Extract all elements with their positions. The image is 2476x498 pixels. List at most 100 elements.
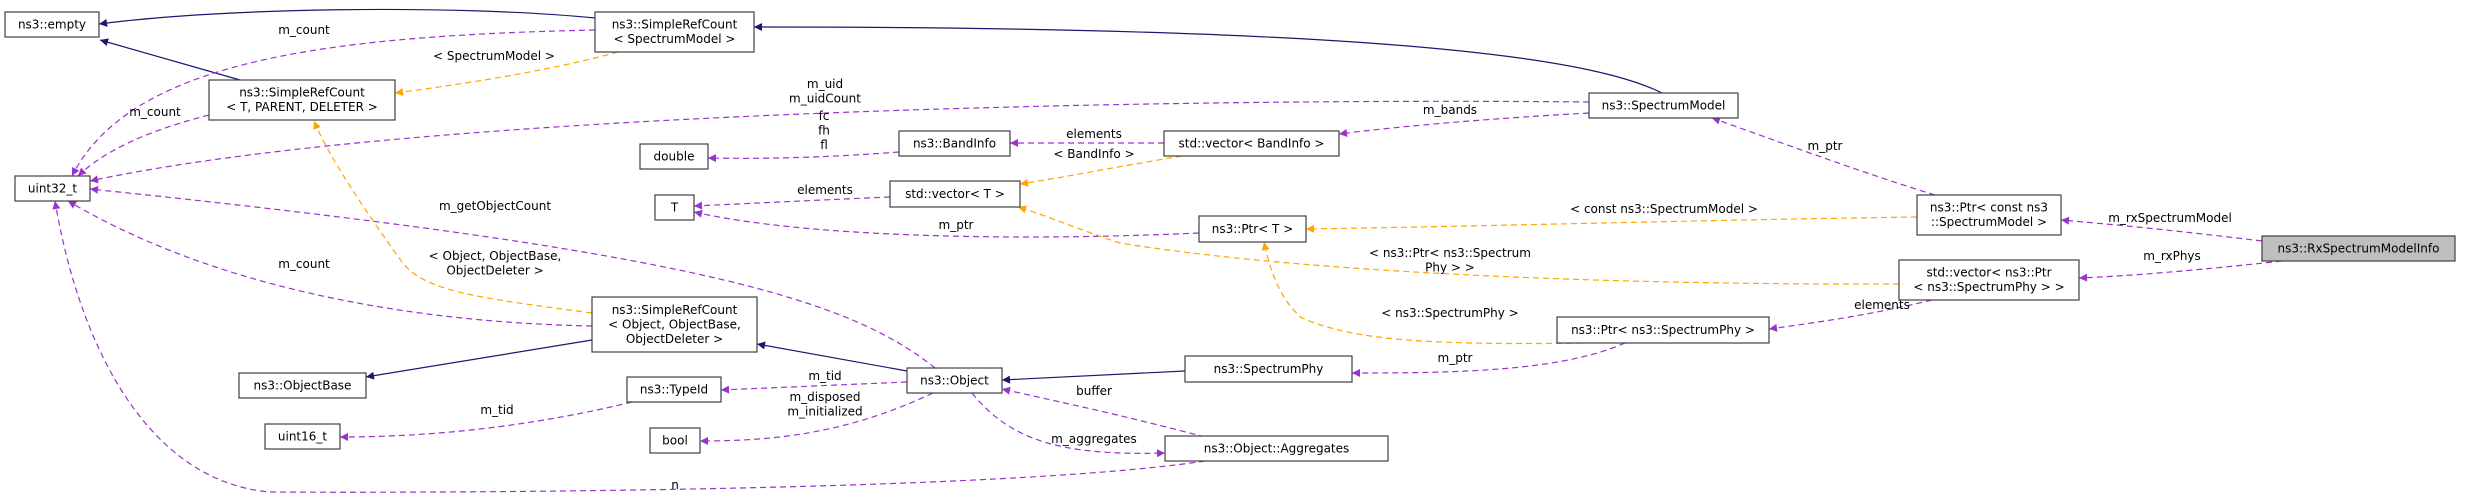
node-box[interactable] bbox=[906, 367, 1003, 394]
node-bool[interactable]: bool bbox=[649, 427, 701, 454]
node-label: ObjectDeleter > bbox=[626, 332, 723, 346]
node-label: ns3::Object bbox=[920, 373, 989, 387]
node-label: T bbox=[670, 200, 679, 214]
usage-arrow bbox=[699, 392, 934, 445]
node-box[interactable] bbox=[594, 11, 755, 53]
node-vec-bandinfo[interactable]: std::vector< BandInfo > bbox=[1163, 130, 1340, 157]
edge-label: m_tid bbox=[480, 403, 513, 417]
edge-label: m_count bbox=[129, 105, 181, 119]
edge-src_sm-to-src_tpd: < SpectrumModel > bbox=[394, 49, 619, 96]
node-src-obj[interactable]: ns3::SimpleRefCount< Object, ObjectBase,… bbox=[591, 296, 758, 353]
node-box[interactable] bbox=[649, 427, 701, 454]
usage-arrow bbox=[693, 196, 891, 210]
node-uint16[interactable]: uint16_t bbox=[264, 423, 341, 450]
node-box[interactable] bbox=[1916, 194, 2062, 236]
node-box[interactable] bbox=[1184, 355, 1353, 383]
node-label: bool bbox=[662, 433, 688, 447]
edge-label: m_count bbox=[278, 257, 330, 271]
node-vec-ptr-phy[interactable]: std::vector< ns3::Ptr< ns3::SpectrumPhy … bbox=[1898, 259, 2080, 301]
node-box[interactable] bbox=[654, 194, 695, 221]
node-ptr-T[interactable]: ns3::Ptr< T > bbox=[1198, 215, 1307, 243]
node-label: < ns3::SpectrumPhy > > bbox=[1913, 280, 2064, 294]
node-src-sm[interactable]: ns3::SimpleRefCount< SpectrumModel > bbox=[594, 11, 755, 53]
node-typeid[interactable]: ns3::TypeId bbox=[626, 376, 722, 403]
node-ptr-phy[interactable]: ns3::Ptr< ns3::SpectrumPhy > bbox=[1556, 316, 1770, 344]
node-box[interactable] bbox=[898, 130, 1011, 157]
edge-typeid-to-uint16: m_tid bbox=[339, 401, 633, 441]
edge-vec_ptr_phy-to-vec_T: < ns3::Ptr< ns3::SpectrumPhy > > bbox=[1017, 205, 1900, 285]
edge-label: fc bbox=[819, 109, 830, 123]
node-box[interactable] bbox=[1898, 259, 2080, 301]
node-box[interactable] bbox=[889, 180, 1021, 208]
edge-src_tpd-to-empty bbox=[99, 38, 241, 81]
edge-label: Phy > > bbox=[1425, 261, 1475, 275]
node-box[interactable] bbox=[208, 79, 396, 121]
edge-label: buffer bbox=[1076, 384, 1112, 398]
node-vec-T[interactable]: std::vector< T > bbox=[889, 180, 1021, 208]
node-box[interactable] bbox=[1163, 130, 1340, 157]
inheritance-arrow bbox=[98, 8, 596, 27]
edge-src_obj-to-uint32: m_count bbox=[67, 200, 593, 327]
edge-object-to-typeid: m_tid bbox=[720, 369, 908, 394]
node-label: ns3::SimpleRefCount bbox=[239, 86, 365, 100]
template-arrow bbox=[394, 51, 619, 96]
node-label: ::SpectrumModel > bbox=[1931, 215, 2047, 229]
node-box[interactable] bbox=[1588, 92, 1739, 119]
node-label: uint32_t bbox=[28, 181, 78, 195]
node-box[interactable] bbox=[639, 143, 709, 170]
node-label: ns3::SimpleRefCount bbox=[612, 18, 738, 32]
edge-label: fh bbox=[818, 124, 830, 138]
node-ptr-const-sm[interactable]: ns3::Ptr< const ns3::SpectrumModel > bbox=[1916, 194, 2062, 236]
node-box[interactable] bbox=[591, 296, 758, 353]
node-spectrumphy[interactable]: ns3::SpectrumPhy bbox=[1184, 355, 1353, 383]
node-box[interactable] bbox=[264, 423, 341, 450]
edge-src_obj-to-objectbase bbox=[365, 339, 593, 380]
node-label: ns3::ObjectBase bbox=[254, 378, 352, 392]
node-label: ns3::Ptr< T > bbox=[1212, 222, 1294, 236]
edge-label: < ns3::SpectrumPhy > bbox=[1381, 306, 1518, 320]
node-box[interactable] bbox=[4, 11, 100, 38]
node-bandinfo[interactable]: ns3::BandInfo bbox=[898, 130, 1011, 157]
node-double[interactable]: double bbox=[639, 143, 709, 170]
node-aggregates[interactable]: ns3::Object::Aggregates bbox=[1164, 435, 1389, 462]
node-box[interactable] bbox=[2261, 235, 2456, 262]
node-rx-info[interactable]: ns3::RxSpectrumModelInfo bbox=[2261, 235, 2456, 262]
node-box[interactable] bbox=[1556, 316, 1770, 344]
node-src-tpd[interactable]: ns3::SimpleRefCount< T, PARENT, DELETER … bbox=[208, 79, 396, 121]
edge-aggregates-to-object: buffer bbox=[1001, 384, 1206, 438]
node-label: < SpectrumModel > bbox=[614, 32, 736, 46]
edge-object-to-aggregates: m_aggregates bbox=[971, 392, 1166, 458]
node-object[interactable]: ns3::Object bbox=[906, 367, 1003, 394]
usage-arrow bbox=[339, 401, 633, 441]
edge-label: n bbox=[671, 478, 679, 492]
node-label: ns3::SpectrumPhy bbox=[1214, 362, 1324, 376]
node-T[interactable]: T bbox=[654, 194, 695, 221]
node-empty[interactable]: ns3::empty bbox=[4, 11, 100, 38]
node-box[interactable] bbox=[14, 175, 91, 202]
usage-arrow bbox=[1338, 112, 1590, 137]
edge-src_sm-to-empty bbox=[98, 8, 596, 27]
edge-label: fl bbox=[820, 138, 828, 152]
edge-label: m_aggregates bbox=[1051, 432, 1137, 446]
node-spectrum-model[interactable]: ns3::SpectrumModel bbox=[1588, 92, 1739, 119]
node-box[interactable] bbox=[1164, 435, 1389, 462]
node-box[interactable] bbox=[238, 372, 367, 399]
node-uint32[interactable]: uint32_t bbox=[14, 175, 91, 202]
edge-label: elements bbox=[1066, 127, 1122, 141]
template-arrow bbox=[313, 120, 593, 314]
node-label: double bbox=[654, 149, 695, 163]
edge-vec_bandinfo-to-bandinfo: elements bbox=[1010, 127, 1164, 147]
node-box[interactable] bbox=[626, 376, 722, 403]
edge-object-to-uint32: m_getObjectCount bbox=[89, 185, 936, 369]
edge-spectrumphy-to-object bbox=[1001, 370, 1186, 384]
node-objectbase[interactable]: ns3::ObjectBase bbox=[238, 372, 367, 399]
node-box[interactable] bbox=[1198, 215, 1307, 243]
edge-label: m_ptr bbox=[1438, 351, 1473, 365]
node-label: ns3::Ptr< ns3::SpectrumPhy > bbox=[1571, 323, 1755, 337]
usage-arrow bbox=[1351, 342, 1626, 377]
usage-arrow bbox=[2060, 216, 2263, 242]
